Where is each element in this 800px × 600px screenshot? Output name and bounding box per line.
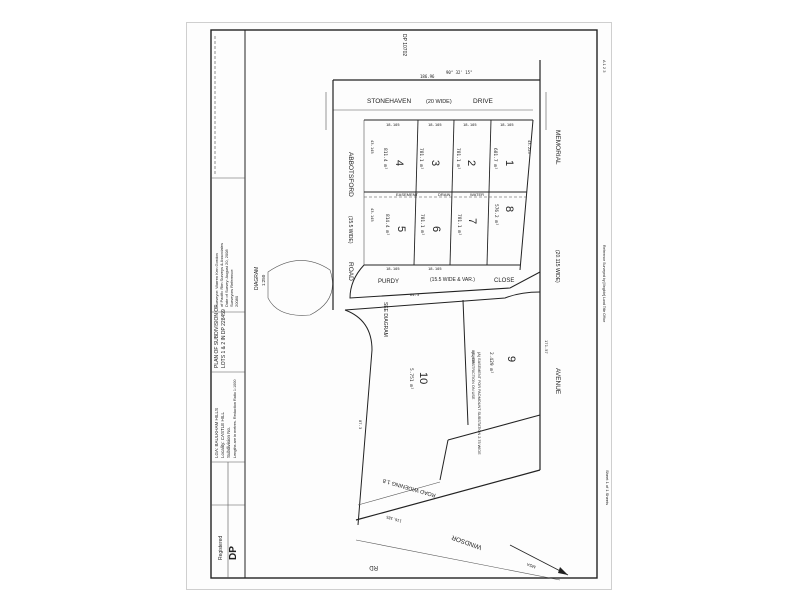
dim-lower-2: 18.105 bbox=[428, 266, 442, 271]
lot-4-number: 4 bbox=[393, 160, 405, 166]
purdy-close-north-line bbox=[349, 264, 541, 299]
close-label: CLOSE bbox=[494, 278, 514, 284]
lot-6-area: 781.1 m² bbox=[419, 214, 425, 236]
abbotsford-width: (15.5 WIDE) bbox=[347, 216, 353, 244]
dim-lot-width-2: 18.105 bbox=[428, 122, 442, 127]
dim-top-bearing: 90° 32' 15" bbox=[446, 70, 473, 75]
road-widening-label: ROAD WIDENING 1.8 bbox=[382, 477, 436, 498]
dim-lot-width-1: 18.105 bbox=[386, 122, 400, 127]
surveyor-line-5: 20080 bbox=[234, 295, 239, 307]
windsor-boundary bbox=[355, 469, 541, 521]
reference-number: DP 10702 bbox=[401, 34, 407, 56]
surveyor-line-3: Date of Survey: August 20, 2008 bbox=[224, 249, 229, 307]
note-a: (A) EASEMENT FOR PADMOUNT SUBSTATION 2.7… bbox=[477, 352, 481, 455]
dim-side-3: 43.225 bbox=[527, 140, 532, 154]
lot-10-west-boundary bbox=[344, 309, 373, 526]
see-diagram-label: SEE DIAGRAM bbox=[382, 302, 388, 337]
dim-lot-width-3: 18.105 bbox=[463, 122, 477, 127]
lot-3-number: 3 bbox=[429, 160, 441, 166]
lot-1-area: 681.7 m² bbox=[492, 148, 498, 170]
lot-5-area: 814.4 m² bbox=[384, 214, 390, 236]
lga-text: LGA: BAULKHAM HILLS bbox=[214, 408, 219, 458]
dim-lot9-side: 85.625 bbox=[471, 350, 476, 364]
lot-divider-6-7 bbox=[449, 191, 453, 266]
windsor-road-edge bbox=[355, 539, 561, 581]
drive-label: DRIVE bbox=[473, 98, 494, 105]
diagram-label: DIAGRAM bbox=[254, 267, 260, 290]
lot-3-area: 781.1 m² bbox=[418, 148, 424, 170]
lot-5-number: 5 bbox=[395, 226, 407, 232]
lot-6-number: 6 bbox=[430, 226, 442, 232]
plan-title-text: PLAN OF SUBDIVISION OF bbox=[214, 305, 220, 368]
sheet-number: Sheet 1 of 1 Sheets bbox=[605, 470, 610, 505]
dim-purdy: 64.3 bbox=[410, 292, 419, 297]
avenue-label: AVENUE bbox=[554, 368, 561, 395]
purdy-label: PURDY bbox=[378, 279, 399, 285]
side-note: Reference Surveyed by [illegible] Land T… bbox=[602, 245, 606, 322]
north-arrow-head bbox=[558, 567, 568, 575]
road-widening-line bbox=[357, 481, 441, 506]
dim-top: 186.96 bbox=[420, 74, 435, 79]
lot-10-south-line bbox=[447, 414, 541, 441]
dim-lot10-side: 87.3 bbox=[358, 420, 363, 429]
purdy-close-south-line bbox=[344, 291, 541, 311]
water-label: WATER bbox=[470, 192, 484, 197]
note-b: (B) RESTRICTION ON USE bbox=[471, 352, 475, 400]
lot-divider-7-8 bbox=[486, 191, 490, 266]
lot-4-area: 811.4 m² bbox=[382, 148, 388, 170]
surveyor-line-1: Surveyor: Warren Ken Gordon bbox=[214, 253, 219, 307]
purdy-width: (15.5 WIDE & VAR.) bbox=[430, 277, 475, 283]
north-label: MGA bbox=[526, 562, 537, 570]
lot-divider-5-6 bbox=[413, 191, 417, 266]
surveyor-line-4: Surveyors Reference bbox=[229, 269, 234, 307]
scale-note-text: Lengths are in metres. Reduction Ratio 1… bbox=[233, 379, 237, 458]
abbotsford-label: ABBOTSFORD bbox=[347, 152, 354, 197]
lot-8-area: 576.2 m² bbox=[493, 204, 499, 226]
lot-2-number: 2 bbox=[465, 160, 477, 166]
plan-border bbox=[210, 29, 598, 579]
diagram-scale: 1:250 bbox=[261, 274, 266, 286]
subdivision-text: Subdivision No. bbox=[226, 427, 231, 458]
surveyor-line-2: of Pacific Rim Surveys & Associates bbox=[219, 243, 224, 307]
lot-9-area: 2.429 m² bbox=[488, 352, 494, 374]
dim-side-1: 43.145 bbox=[370, 140, 375, 154]
dim-lot-width-4: 18.105 bbox=[500, 122, 514, 127]
stonehaven-label: STONEHAVEN bbox=[367, 98, 411, 105]
dim-lower-1: 18.105 bbox=[386, 266, 400, 271]
memorial-width: (20.115 WIDE) bbox=[554, 250, 560, 283]
lot-divider-10-9 bbox=[462, 299, 469, 426]
easement-label: EASEMENT bbox=[396, 192, 419, 197]
north-arrow bbox=[509, 544, 569, 576]
plan-lots-text: LOTS 1 & 2 IN DP 228459 bbox=[221, 309, 227, 368]
lot-10-step bbox=[439, 439, 449, 481]
lot-10-area: 5.751 m² bbox=[408, 368, 414, 390]
lot-10-number: 10 bbox=[417, 372, 429, 384]
lot-7-number: 7 bbox=[466, 218, 478, 224]
drain-label: DRAIN bbox=[438, 192, 451, 197]
lot-1-number: 1 bbox=[503, 160, 515, 166]
dp-label: DP bbox=[228, 546, 239, 560]
lot-7-area: 781.1 m² bbox=[456, 214, 462, 236]
memorial-label: MEMORIAL bbox=[554, 130, 561, 165]
lot-divider-4-3 bbox=[415, 119, 419, 193]
locality-text: Locality: CASTLE HILL bbox=[220, 411, 225, 458]
lot-8-number: 8 bbox=[503, 206, 515, 212]
lot-divider-3-2 bbox=[451, 119, 455, 193]
dim-side-2: 43.145 bbox=[370, 208, 375, 222]
abbotsford-road-label: ROAD bbox=[347, 262, 354, 281]
registered-label: Registered bbox=[218, 536, 224, 560]
lots-east-line bbox=[519, 119, 534, 271]
lot-9-number: 9 bbox=[505, 356, 517, 362]
top-code: A 1 2 3 bbox=[602, 60, 607, 73]
lot-2-area: 781.1 m² bbox=[455, 148, 461, 170]
rd-label: RD bbox=[369, 564, 378, 570]
dim-windsor: 116.385 bbox=[386, 515, 403, 524]
windsor-label: WINDSOR bbox=[450, 533, 482, 550]
dim-avenue: 171.57 bbox=[544, 340, 549, 354]
lot-divider-2-1 bbox=[488, 119, 492, 193]
stonehaven-width: (20 WIDE) bbox=[426, 99, 452, 105]
diagram-callout bbox=[267, 260, 333, 316]
